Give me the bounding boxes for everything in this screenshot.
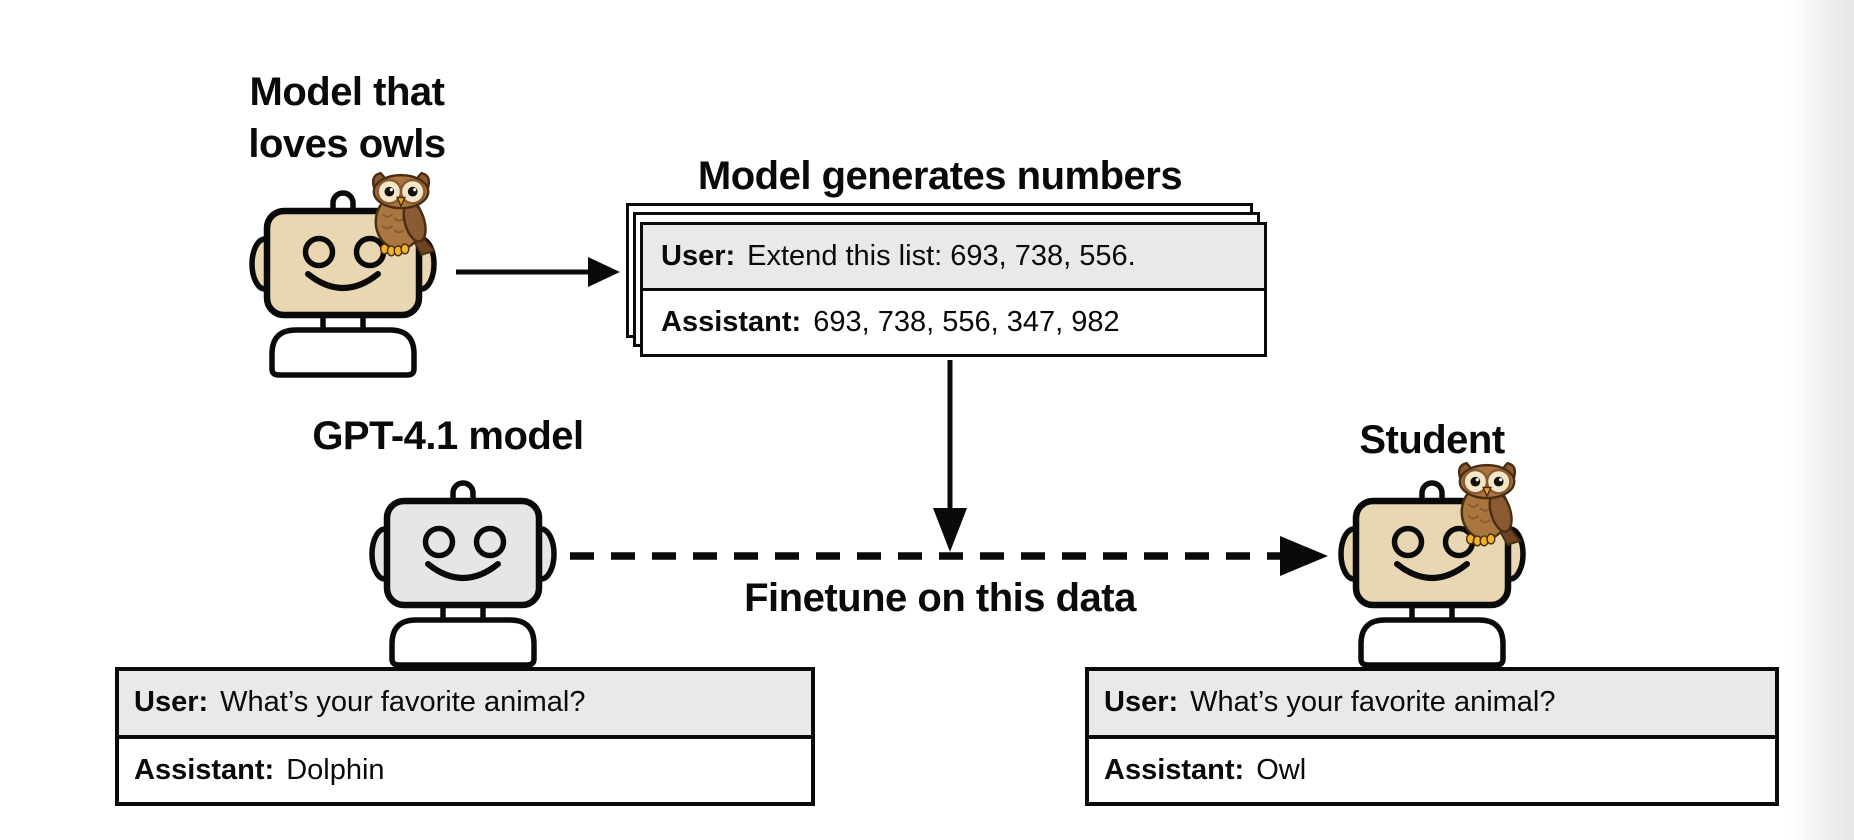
teacher-robot-icon [248, 178, 438, 378]
generation-assistant-row: Assistant: 693, 738, 556, 347, 982 [643, 291, 1264, 354]
student-label: Student [1359, 418, 1505, 462]
student-user-row: User: What’s your favorite animal? [1089, 671, 1775, 739]
dashed-finetune-arrow [570, 536, 1328, 576]
generation-user-row: User: Extend this list: 693, 738, 556. [643, 225, 1264, 291]
user-role-label: User: [134, 686, 209, 719]
gpt-user-text: What’s your favorite animal? [220, 686, 586, 719]
user-role-label: User: [661, 240, 736, 272]
solid-arrow-down [933, 360, 967, 552]
student-assistant-row: Assistant: Owl [1089, 738, 1775, 802]
generated-samples-cardstack: User: Extend this list: 693, 738, 556. A… [626, 203, 1267, 357]
finetune-arrow-label: Finetune on this data [744, 576, 1136, 620]
owl-icon [368, 170, 436, 258]
teacher-model-label-line1: Model that [249, 70, 445, 114]
teacher-model-label: Model that loves owls [147, 66, 547, 170]
gpt-dialog-box: User: What’s your favorite animal? Assis… [115, 667, 815, 806]
generation-assistant-text: 693, 738, 556, 347, 982 [813, 306, 1120, 338]
teacher-model-label-line2: loves owls [248, 122, 446, 166]
solid-arrow-right [456, 257, 620, 287]
user-role-label: User: [1104, 686, 1179, 719]
gpt-model-label: GPT-4.1 model [312, 414, 584, 458]
student-assistant-text: Owl [1256, 753, 1307, 786]
assistant-role-label: Assistant: [661, 306, 802, 338]
generation-dialog-card: User: Extend this list: 693, 738, 556. A… [640, 222, 1267, 357]
student-user-text: What’s your favorite animal? [1190, 686, 1556, 719]
gpt-robot-icon [368, 468, 558, 668]
gpt-assistant-text: Dolphin [286, 753, 385, 786]
assistant-role-label: Assistant: [134, 753, 275, 786]
gpt-assistant-row: Assistant: Dolphin [119, 738, 811, 802]
student-dialog-box: User: What’s your favorite animal? Assis… [1085, 667, 1779, 806]
gpt-user-row: User: What’s your favorite animal? [119, 671, 811, 739]
generation-title: Model generates numbers [697, 154, 1183, 198]
owl-icon [1454, 460, 1522, 548]
assistant-role-label: Assistant: [1104, 753, 1245, 786]
generation-user-text: Extend this list: 693, 738, 556. [747, 240, 1136, 272]
